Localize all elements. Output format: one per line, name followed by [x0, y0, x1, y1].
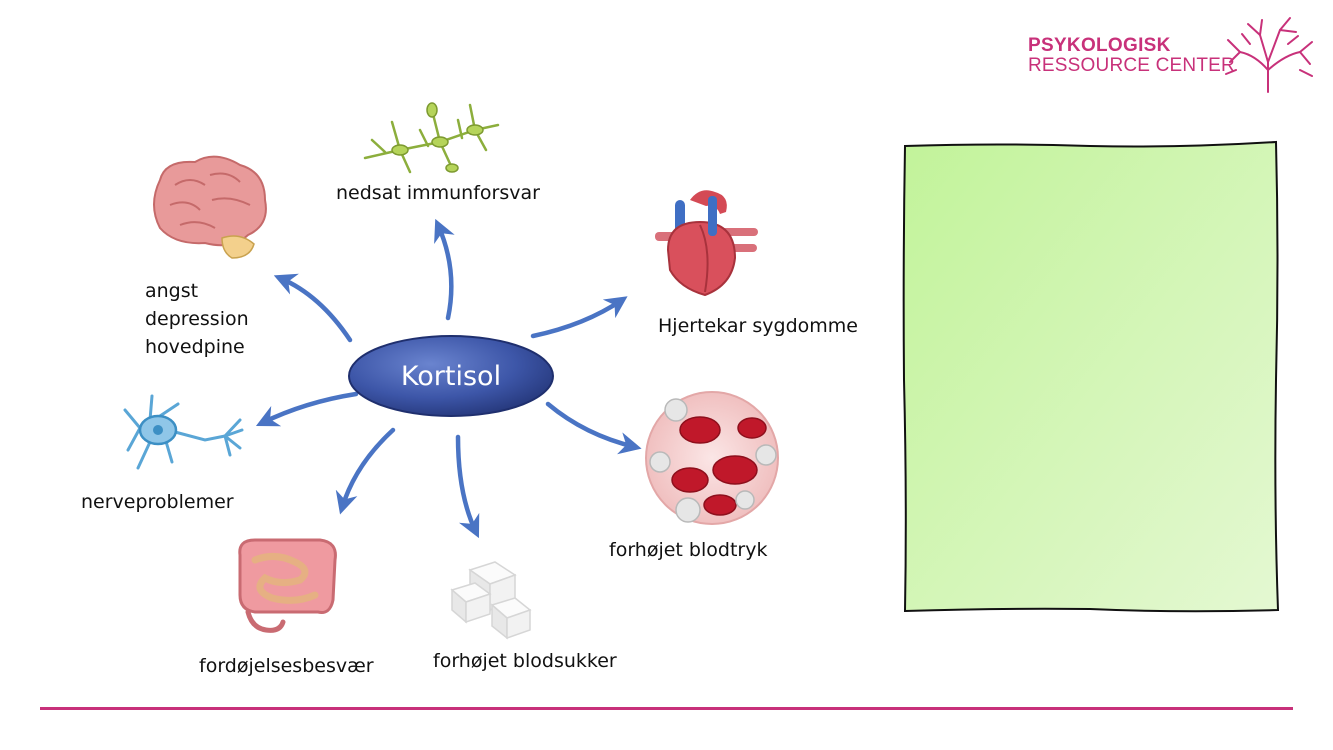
arrow-to-sugar [455, 434, 480, 539]
logo-line-1: PSYKOLOGISK [1028, 35, 1171, 56]
label-blood-sugar: forhøjet blodsukker [433, 650, 617, 672]
label-immune: nedsat immunforsvar [336, 182, 540, 204]
logo: PSYKOLOGISK RESSOURCE CENTER [1028, 36, 1235, 76]
arrow-to-nerve [255, 391, 359, 427]
arrow-to-heart [530, 296, 628, 339]
note-panel [902, 140, 1280, 613]
sugar-cubes-icon [450, 561, 532, 640]
nerve-cell-icon [123, 394, 244, 470]
blood-cells-icon [645, 391, 779, 525]
footer-rule [40, 707, 1293, 710]
arrow-to-brain [273, 273, 353, 343]
logo-line-2: RESSOURCE CENTER [1028, 54, 1235, 76]
arrow-to-blood [545, 401, 642, 455]
label-nerve: nerveproblemer [81, 491, 234, 513]
kortisol-label: Kortisol [400, 360, 502, 392]
intestine-icon [238, 538, 337, 633]
arrows [255, 218, 642, 539]
arrow-to-digestion [335, 427, 396, 515]
brain-icon [153, 155, 267, 259]
label-brain-line: depression [145, 308, 249, 330]
label-digestion: fordøjelsesbesvær [199, 655, 374, 677]
heart-icon [655, 190, 758, 297]
label-brain-line: angst [145, 280, 199, 302]
tree-icon [1225, 17, 1313, 93]
label-brain-effects: angst depression hovedpine [145, 277, 249, 361]
label-blood-pressure: forhøjet blodtryk [609, 539, 768, 561]
neuron-cluster-icon [363, 102, 500, 174]
label-brain-line: hovedpine [145, 336, 245, 358]
arrow-to-immune [434, 218, 455, 321]
label-heart: Hjertekar sygdomme [658, 315, 858, 337]
kortisol-ellipse [348, 335, 554, 417]
